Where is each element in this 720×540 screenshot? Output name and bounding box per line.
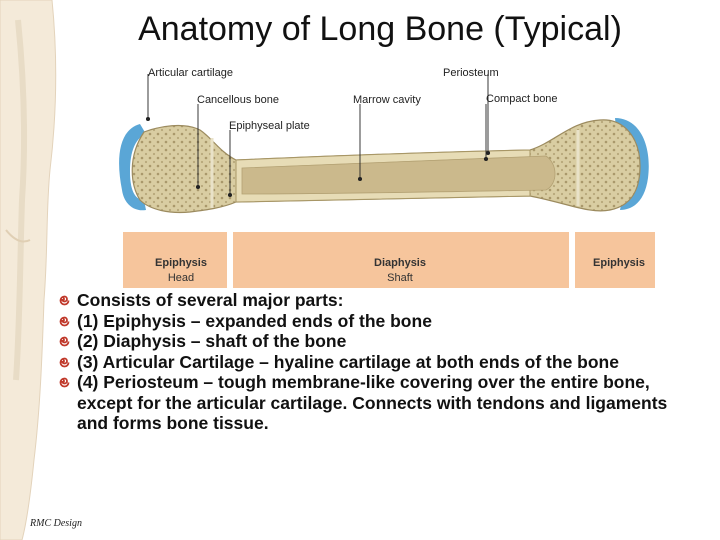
- bullet-list: Consists of several major parts: (1) Epi…: [56, 290, 686, 434]
- articular-cartilage-right: [615, 118, 649, 210]
- spiral-bullet-icon: [59, 377, 70, 388]
- band-diaphysis: [233, 232, 569, 288]
- label-compact-bone: Compact bone: [486, 93, 558, 105]
- articular-cartilage-left: [119, 124, 146, 211]
- bullet-text: (1) Epiphysis – expanded ends of the bon…: [77, 310, 432, 331]
- band-epiphysis-left: [123, 232, 227, 288]
- bullet-item: (1) Epiphysis – expanded ends of the bon…: [56, 311, 686, 332]
- slide-title: Anatomy of Long Bone (Typical): [138, 10, 622, 48]
- bullet-item: (2) Diaphysis – shaft of the bone: [56, 331, 686, 352]
- spiral-bullet-icon: [59, 316, 70, 326]
- bullet-text: Consists of several major parts:: [77, 290, 344, 310]
- long-bone-diagram: Articular cartilage Periosteum Cancellou…: [119, 67, 655, 288]
- spiral-bullet-icon: [59, 295, 70, 306]
- region-middle-name: Diaphysis: [374, 257, 426, 269]
- label-articular-cartilage: Articular cartilage: [148, 67, 233, 79]
- band-epiphysis-right: [575, 232, 655, 288]
- bullet-text: (3) Articular Cartilage – hyaline cartil…: [77, 351, 619, 372]
- label-periosteum: Periosteum: [443, 67, 499, 79]
- bullet-item: (3) Articular Cartilage – hyaline cartil…: [56, 352, 686, 373]
- design-credit: RMC Design: [30, 518, 82, 529]
- spiral-bullet-icon: [59, 336, 70, 347]
- label-marrow-cavity: Marrow cavity: [353, 94, 421, 106]
- bullet-text: (2) Diaphysis – shaft of the bone: [77, 331, 347, 351]
- spiral-bullet-icon: [59, 357, 70, 367]
- marrow-cavity: [241, 155, 556, 195]
- label-epiphyseal-plate: Epiphyseal plate: [229, 120, 310, 132]
- label-cancellous-bone: Cancellous bone: [197, 94, 279, 106]
- region-right-name: Epiphysis: [593, 257, 645, 269]
- region-left-sub: Head: [168, 272, 194, 284]
- region-middle-sub: Shaft: [387, 272, 413, 284]
- bullet-item: Consists of several major parts:: [56, 290, 686, 311]
- leg-illustration: [0, 0, 57, 540]
- bullet-text: (4) Periosteum – tough membrane-like cov…: [77, 372, 668, 433]
- region-left-name: Epiphysis: [155, 257, 207, 269]
- bullet-item: (4) Periosteum – tough membrane-like cov…: [56, 372, 686, 434]
